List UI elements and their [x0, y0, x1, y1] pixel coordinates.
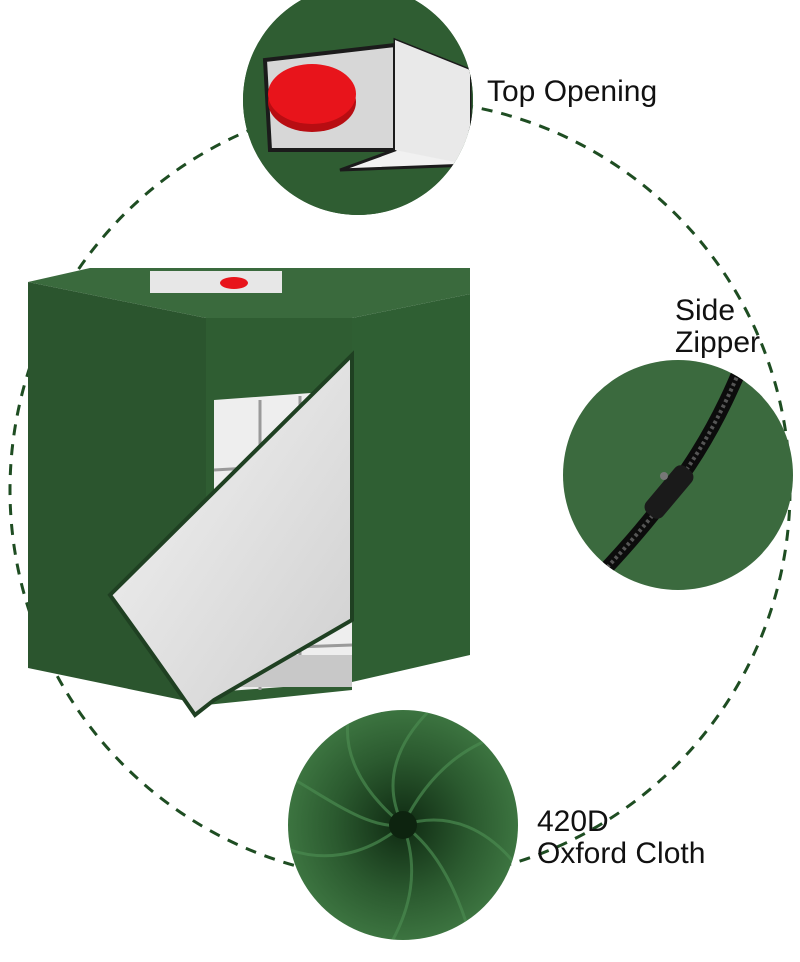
label-oxford-cloth: 420D Oxford Cloth — [537, 806, 705, 870]
fabric-swirl-center — [389, 811, 417, 839]
top-cap-icon — [268, 64, 356, 132]
label-side-zipper: Side Zipper — [675, 295, 760, 359]
top-cap-small — [220, 277, 248, 289]
label-side-zipper-line-2: Zipper — [675, 326, 761, 359]
detail-circle-side-zipper — [563, 360, 793, 590]
detail-circle-oxford-cloth — [288, 710, 518, 940]
label-top-opening: Top Opening — [487, 76, 657, 108]
detail-circle-top-opening — [243, 0, 473, 215]
label-side-zipper-line-1: Side — [675, 294, 736, 327]
label-oxford-cloth-line-1: 420D — [537, 805, 609, 838]
cover-right-panel — [352, 294, 470, 682]
cover-top-window — [150, 271, 282, 293]
label-top-opening-line-1: Top Opening — [487, 75, 658, 108]
tote-cover-illustration — [28, 268, 470, 718]
zipper-icon — [644, 465, 694, 519]
cover-open-flap — [107, 350, 354, 718]
label-oxford-cloth-line-2: Oxford Cloth — [537, 837, 706, 870]
